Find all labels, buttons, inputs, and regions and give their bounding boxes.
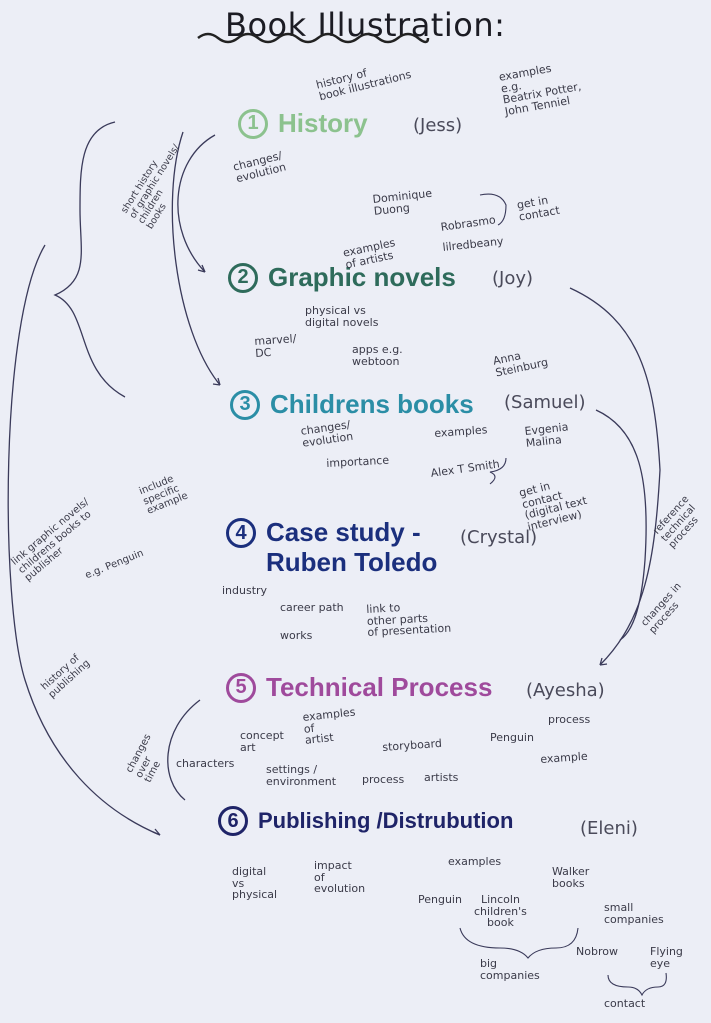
section-number: 4 — [226, 518, 256, 548]
note: Penguin — [490, 731, 534, 744]
section-number: 1 — [238, 108, 268, 139]
title-underline — [197, 32, 430, 44]
note: settings / environment — [266, 763, 337, 788]
note: examples — [448, 855, 502, 868]
section-number: 5 — [226, 672, 256, 703]
section-title: Childrens books — [270, 389, 474, 419]
section-title: Case study - Ruben Toledo — [266, 517, 438, 577]
note: industry — [222, 584, 268, 597]
section-owner: (Eleni) — [580, 818, 638, 839]
section-graphic-novels: 2 Graphic novels — [228, 262, 456, 293]
bracket-left — [53, 121, 126, 398]
section-title: Publishing /Distrubution — [258, 808, 514, 833]
note: career path — [280, 601, 344, 614]
note: Walker books — [552, 865, 590, 890]
note: small companies — [604, 901, 664, 926]
arrow-history-to-graphic — [177, 134, 216, 273]
section-number: 2 — [228, 262, 258, 293]
note: digital vs physical — [232, 865, 278, 902]
arrow-history-to-childrens — [171, 131, 221, 386]
arrow-to-publishing — [7, 244, 161, 836]
section-owner: (Crystal) — [460, 527, 538, 548]
note: big companies — [480, 957, 540, 982]
note: concept art — [240, 729, 284, 754]
note: works — [280, 629, 313, 642]
arrow-childrens-to-technical — [595, 409, 647, 641]
note: Nobrow — [576, 945, 618, 958]
section-owner: (Jess) — [413, 115, 463, 136]
section-title: History — [278, 108, 368, 138]
note: apps e.g. webtoon — [352, 343, 403, 368]
section-number: 3 — [230, 389, 260, 420]
note: artists — [424, 771, 459, 784]
note: process — [548, 713, 591, 726]
arrow-technical-to-publishing — [167, 699, 201, 801]
note: contact — [604, 997, 646, 1010]
section-title: Technical Process — [266, 672, 493, 702]
note: Penguin — [418, 893, 462, 906]
note: characters — [176, 757, 235, 770]
arrow-graphic-to-technical — [569, 287, 661, 666]
note: Flying eye — [650, 945, 683, 970]
note: physical vs digital novels — [305, 304, 379, 329]
section-case-study: 4 Case study - Ruben Toledo — [226, 517, 438, 578]
section-technical-process: 5 Technical Process — [226, 672, 492, 703]
section-owner: (Joy) — [492, 268, 534, 289]
section-number: 6 — [218, 806, 248, 836]
section-owner: (Ayesha) — [526, 680, 605, 701]
section-owner: (Samuel) — [504, 392, 586, 413]
section-publishing: 6 Publishing /Distrubution — [218, 806, 513, 836]
page-title: Book Illustration: — [225, 6, 506, 44]
note: Lincoln children's book — [474, 893, 527, 930]
section-childrens-books: 3 Childrens books — [230, 389, 474, 420]
section-history: 1 History — [238, 108, 368, 139]
section-title: Graphic novels — [268, 262, 456, 292]
note: process — [362, 773, 405, 786]
note: impact of evolution — [314, 859, 366, 896]
